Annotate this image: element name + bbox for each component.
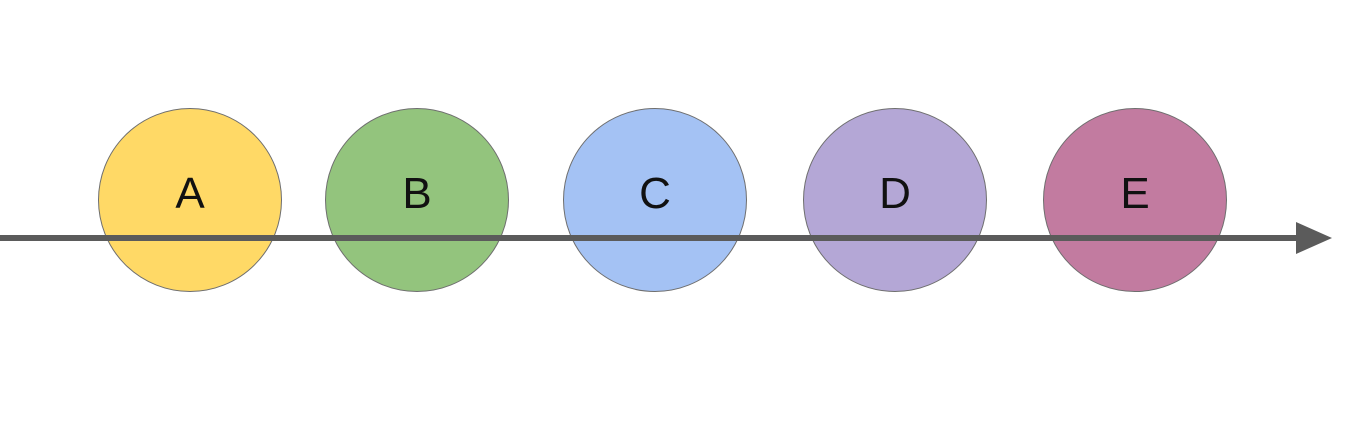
timeline-arrowhead-icon [1296, 222, 1332, 254]
node-label-b: B [402, 169, 432, 218]
node-circle-e: E [1043, 108, 1227, 292]
node-circle-c: C [563, 108, 747, 292]
node-circle-b: B [325, 108, 509, 292]
node-circle-a: A [98, 108, 282, 292]
node-label-c: C [639, 169, 671, 218]
node-label-a: A [175, 169, 205, 218]
node-label-e: E [1120, 169, 1150, 218]
timeline-arrow-line [0, 235, 1300, 241]
node-circle-d: D [803, 108, 987, 292]
node-label-d: D [879, 169, 911, 218]
